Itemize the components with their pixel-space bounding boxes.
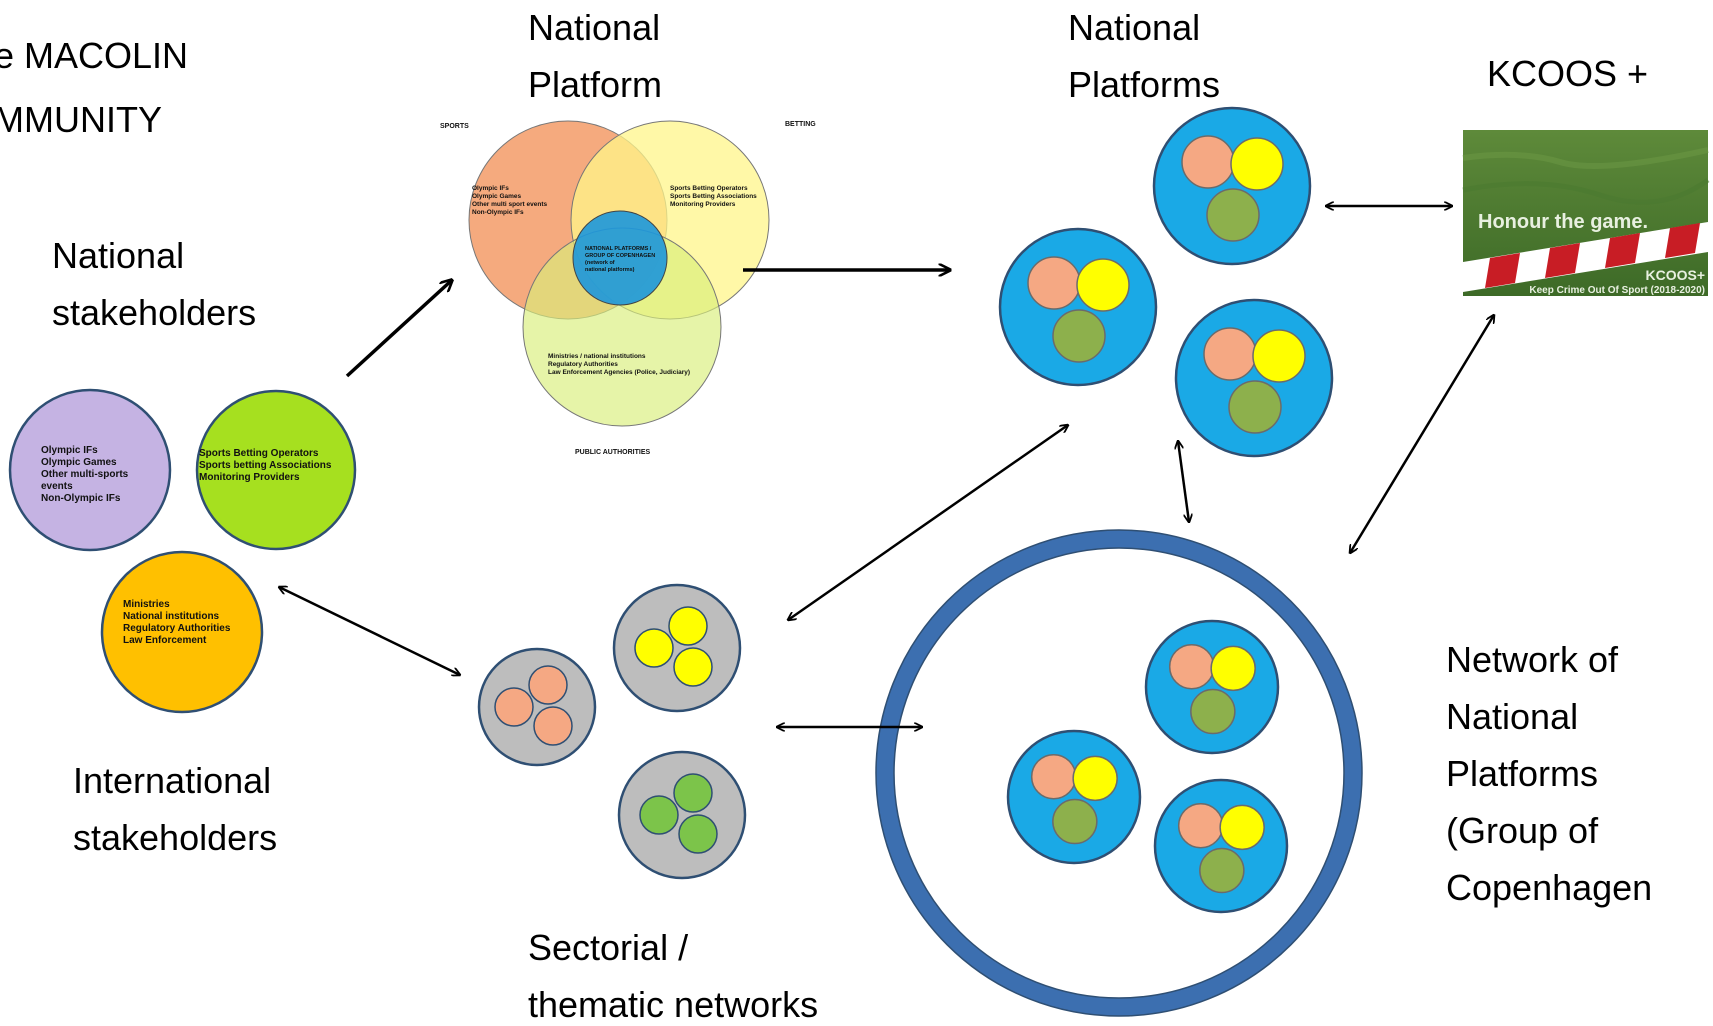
national-platform-5: [1006, 729, 1142, 865]
arrows: [279, 206, 1494, 727]
network-of-national-platforms-label: Network of National Platforms (Group of …: [1446, 639, 1652, 908]
sports-stakeholder-text: Olympic IFs Olympic Games Other multi-sp…: [41, 445, 131, 504]
crime-tape: [1463, 222, 1708, 292]
peach-member-dot: [1203, 327, 1257, 381]
member-dot: [668, 606, 708, 646]
green-member-dot: [1199, 847, 1245, 894]
arrow-kcoos-network: [1350, 315, 1494, 553]
venn-center-items: NATIONAL PLATFORMS / GROUP OF COPENHAGEN…: [585, 246, 657, 273]
member-dot: [634, 628, 674, 668]
national-platforms-label: National Platforms: [1068, 7, 1220, 105]
member-dot: [673, 773, 713, 813]
national-platform-3: [1174, 298, 1334, 458]
international-stakeholders-label: International stakeholders: [73, 760, 281, 858]
kcoos-slogan: Honour the game.: [1478, 211, 1648, 233]
kcoos-banner-image: Honour the game. KCOOS+ Keep Crime Out O…: [1462, 130, 1710, 296]
group-of-copenhagen-ring-inner: [893, 547, 1345, 999]
member-dot: [528, 665, 568, 705]
kcoos-brand: KCOOS+: [1645, 267, 1705, 283]
yellow-member-dot: [1219, 804, 1265, 851]
arrow-platforms-network: [1178, 441, 1189, 522]
diagram-title: e MACOLIN MMUNITY: [0, 35, 198, 140]
group-of-copenhagen-ring: [876, 530, 1362, 1016]
arrow-stakeholders-to-platform: [345, 280, 452, 378]
betting-stakeholder-circle: [195, 389, 357, 551]
authorities-stakeholder-text: Ministries National institutions Regulat…: [123, 599, 233, 646]
peach-member-dot: [1168, 643, 1215, 690]
national-platform-6: [1153, 778, 1289, 914]
arrow-sectorial-platforms: [788, 425, 1068, 620]
venn-sports-heading: SPORTS: [440, 123, 469, 130]
network-circle: [617, 750, 747, 880]
member-dot: [639, 795, 679, 835]
green-member-dot: [1052, 309, 1106, 363]
national-platform-label: National Platform: [528, 7, 670, 105]
authorities-stakeholder-circle: [100, 550, 264, 714]
group-of-copenhagen-ring-outer: [875, 529, 1363, 1017]
betting-stakeholder-text: Sports Betting Operators Sports betting …: [199, 448, 334, 483]
yellow-member-dot: [1252, 329, 1306, 383]
title-line-2: MMUNITY: [0, 99, 162, 140]
sectorial-networks-label: Sectorial / thematic networks: [528, 927, 818, 1025]
national-platform-1: [1152, 106, 1312, 266]
yellow-member-dot: [1076, 258, 1130, 312]
peach-member-dot: [1177, 802, 1224, 849]
member-dot: [533, 706, 573, 746]
green-member-dot: [1190, 688, 1236, 735]
green-member-dot: [1206, 188, 1260, 242]
national-platform-clusters: [998, 106, 1334, 914]
sports-stakeholder-circle: [8, 388, 172, 552]
venn-authorities-items: Ministries / national institutions Regul…: [548, 353, 690, 376]
yellow-member-dot: [1230, 137, 1284, 191]
green-member-dot: [1052, 798, 1098, 845]
venn-sports-items: Olympic IFs Olympic Games Other multi sp…: [472, 185, 549, 216]
arrow-international-sectorial: [279, 587, 460, 675]
yellow-member-dot: [1072, 755, 1118, 802]
member-dot: [678, 814, 718, 854]
sectorial-networks: [477, 583, 747, 880]
green-member-dot: [1228, 380, 1282, 434]
venn-center-overlap: [572, 210, 668, 306]
sectorial-network-2: [612, 583, 742, 713]
national-platform-4: [1144, 619, 1280, 755]
venn-betting-heading: BETTING: [785, 121, 816, 128]
national-platform-venn: SPORTS BETTING Olympic IFs Olympic Games…: [440, 120, 816, 456]
title-line-1: e MACOLIN: [0, 35, 188, 76]
peach-member-dot: [1181, 135, 1235, 189]
national-platform-2: [998, 227, 1158, 387]
sectorial-network-3: [617, 750, 747, 880]
member-dot: [494, 687, 534, 727]
kcoos-caption: Keep Crime Out Of Sport (2018-2020): [1529, 285, 1705, 296]
yellow-member-dot: [1210, 645, 1256, 692]
network-circle: [612, 583, 742, 713]
sectorial-network-1: [477, 647, 597, 767]
venn-authorities-heading: PUBLIC AUTHORITIES: [575, 449, 651, 456]
member-dot: [673, 647, 713, 687]
kcoos-label: KCOOS +: [1487, 53, 1648, 94]
peach-member-dot: [1027, 256, 1081, 310]
national-stakeholders-label: National stakeholders: [52, 235, 256, 333]
venn-betting-items: Sports Betting Operators Sports Betting …: [670, 185, 759, 208]
peach-member-dot: [1030, 753, 1077, 800]
